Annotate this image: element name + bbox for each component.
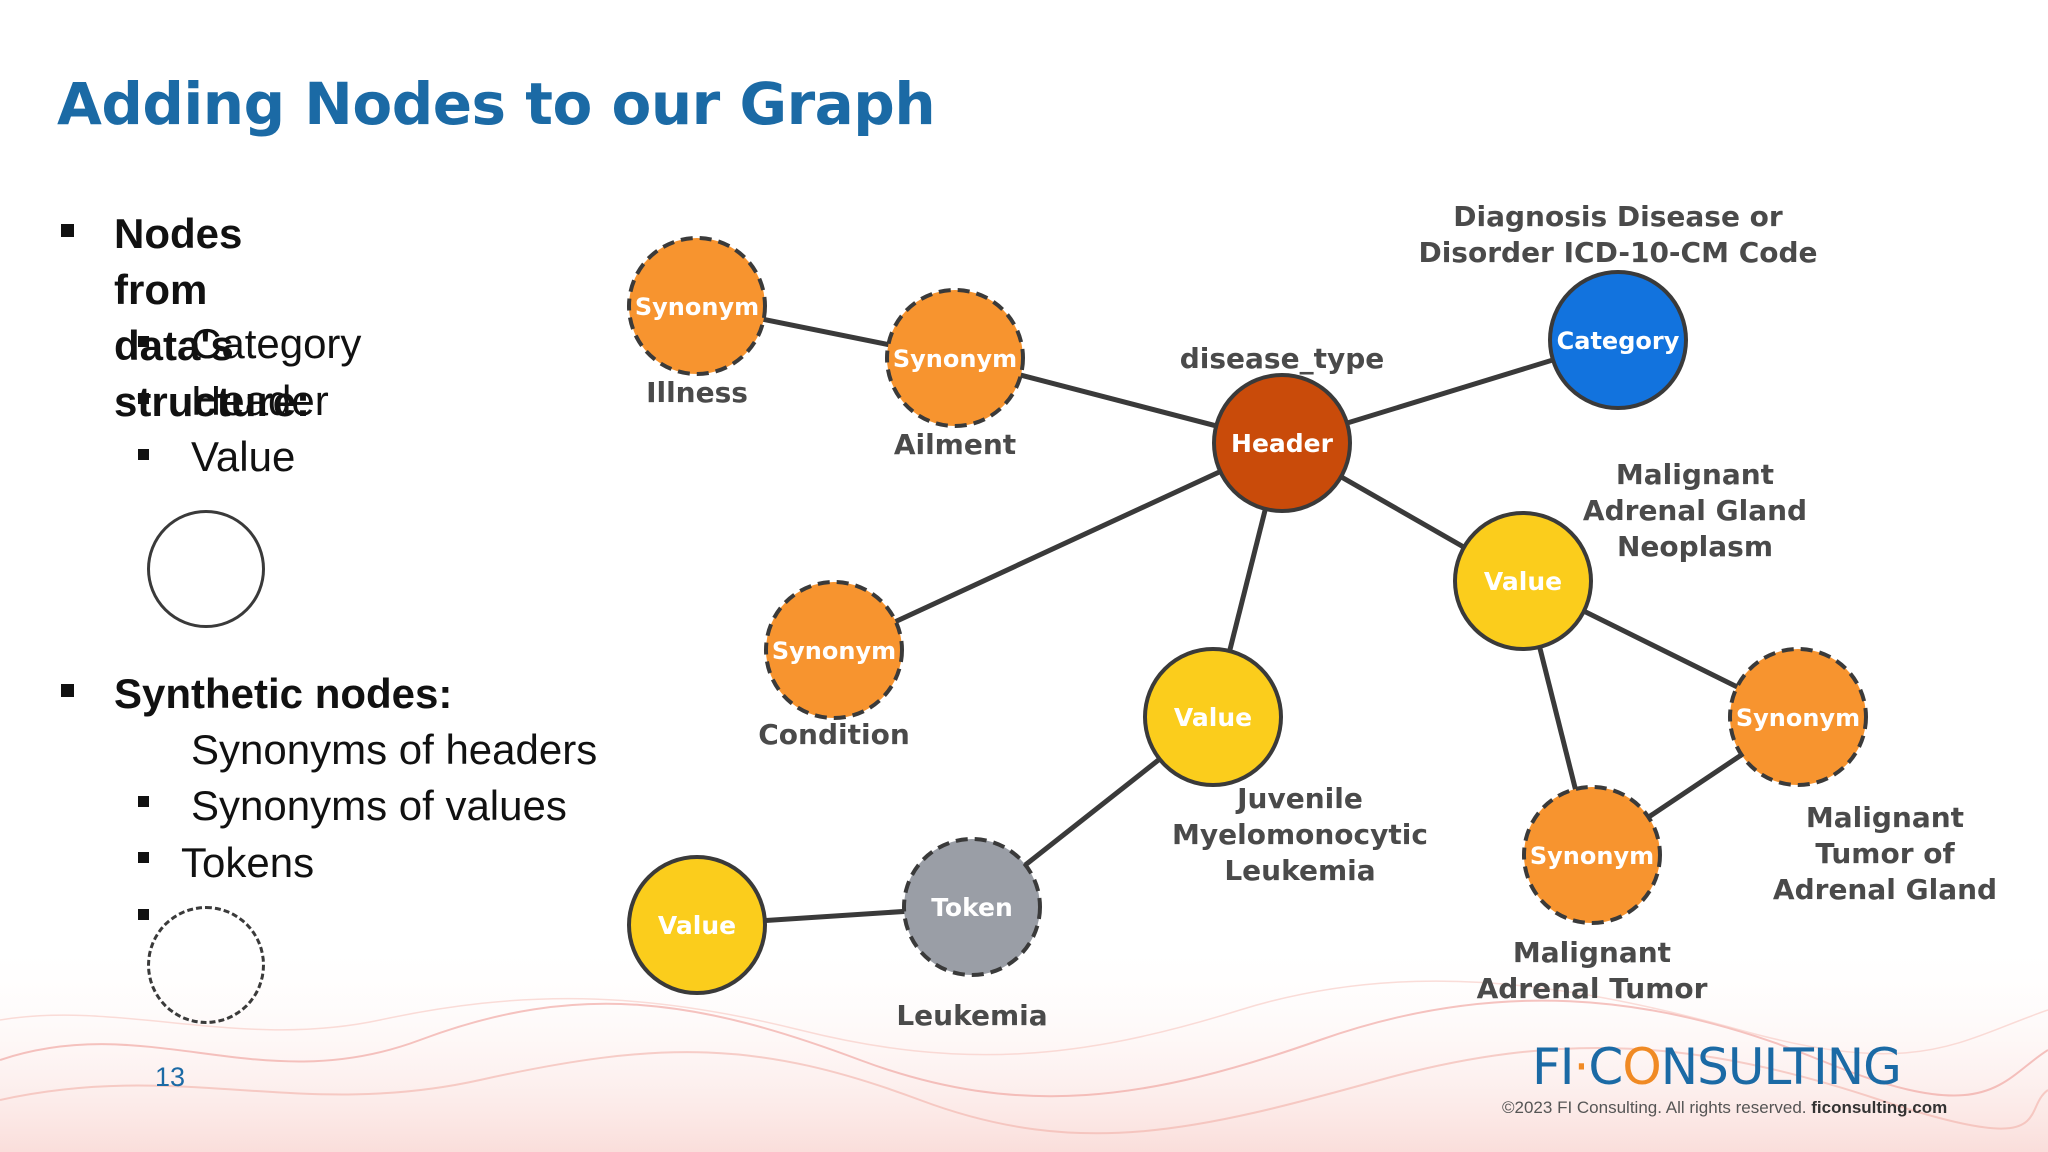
copyright-notice: ©2023 FI Consulting. All rights reserved… [1502,1098,1812,1117]
fi-consulting-logo: FI·CONSULTING [1532,1038,1902,1096]
synonym-node-circle [885,288,1025,428]
synonym-node-circle [627,236,767,376]
bullet-item-value: Value [191,433,296,480]
copyright-text: ©2023 FI Consulting. All rights reserved… [1502,1098,1947,1118]
bullet-square-icon [138,852,149,863]
node-caption: Condition [758,718,910,751]
node-label: Synonym [772,637,896,665]
bullet-square-icon [138,336,149,347]
bullet-group2-title: Synthetic nodes: [114,670,453,717]
bullet-item-tokens: Tokens [181,839,315,886]
node-label: Synonym [635,293,759,321]
category-node-circle [1548,270,1688,410]
bullet-square-icon [61,684,74,697]
bullet-item-header: Header [191,377,329,424]
synonym-node-circle [1522,785,1662,925]
node-caption: Illness [646,376,748,409]
bullet-square-icon [138,796,149,807]
node-caption: Juvenile [1235,782,1363,815]
node-caption: Ailment [894,428,1016,461]
website-link[interactable]: ficonsulting.com [1811,1098,1948,1117]
logo-dot: · [1573,1038,1590,1096]
logo-c: C [1588,1038,1623,1096]
node-caption: Diagnosis Disease or [1453,200,1783,233]
slide-title: Adding Nodes to our Graph [57,70,936,138]
bullet-square-icon [138,449,149,460]
node-label: Synonym [1736,704,1860,732]
node-caption: Adrenal Gland [1583,494,1807,527]
node-caption: Leukemia [896,999,1047,1032]
value-node-circle [627,855,767,995]
value-node-circle [1143,647,1283,787]
node-caption: disease_type [1180,342,1385,375]
node-label: Token [931,893,1013,922]
bullet-square-icon [61,224,74,237]
bullet-item-synonyms-headers: Synonyms of headers [191,726,598,773]
bullet-item-synonyms-values: Synonyms of values [191,782,567,829]
node-label: Value [1174,703,1252,732]
logo-fi: FI [1532,1038,1575,1096]
logo-rest: NSULTING [1660,1038,1902,1096]
node-caption: Neoplasm [1617,530,1773,563]
node-caption: Adrenal Tumor [1477,972,1708,1005]
node-caption: Adrenal Gland [1773,873,1997,906]
node-label: Header [1231,429,1334,458]
bullet-square-icon [138,909,149,920]
bullet-group1-title-line1: Nodes from data's [114,210,243,369]
bullet-item-category: Category [191,320,362,367]
node-label: Value [1484,567,1562,596]
node-label: Category [1557,327,1680,355]
logo-ring: O [1622,1038,1661,1096]
graph-node-header: Header disease_type [1180,342,1385,513]
graph-edge-header-syn-condition [832,440,1284,653]
header-node-circle [1212,373,1352,513]
bullet-square-icon [138,393,149,404]
node-caption: Malignant [1806,801,1964,834]
node-label: Value [658,911,736,940]
value-node-circle [1453,511,1593,651]
node-caption: Leukemia [1224,854,1375,887]
node-caption: Malignant [1616,458,1774,491]
synonym-node-circle [764,580,904,720]
graph-node-value-leukemia: Value [627,855,767,995]
node-caption: Tumor of [1815,837,1955,870]
synonym-node-circle [1728,647,1868,787]
node-caption: Disorder ICD-10-CM Code [1418,236,1817,269]
dashed-circle-icon [147,906,265,1024]
node-caption: Malignant [1513,936,1671,969]
solid-circle-icon [147,510,265,628]
page-number: 13 [155,1062,186,1092]
node-label: Synonym [1530,842,1654,870]
token-node-circle [902,837,1042,977]
node-label: Synonym [893,345,1017,373]
node-caption: Myelomonocytic [1172,818,1428,851]
